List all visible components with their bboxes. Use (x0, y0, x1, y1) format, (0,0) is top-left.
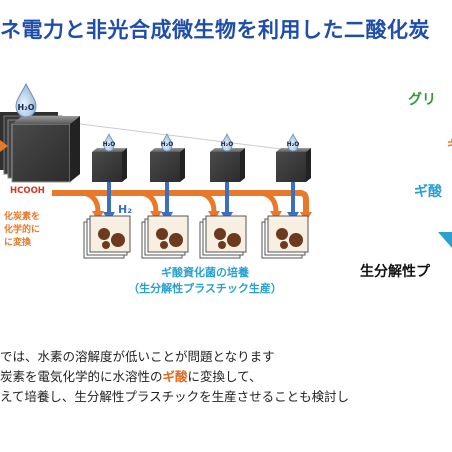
formic-acid-pipe (52, 190, 309, 213)
electrolyzer-stack (0, 112, 80, 183)
down-arrow-icon (438, 232, 452, 248)
culture-tanks (83, 215, 309, 259)
note-line-2-pre: 炭素を電気化学的に水溶性の (0, 369, 163, 384)
formic-branches (83, 190, 279, 213)
note-highlight: ギ酸 (162, 369, 188, 384)
water-label: H₂O (18, 103, 35, 112)
water-label: H₂O (287, 141, 300, 148)
water-drop-icon (15, 82, 37, 118)
note-line-2-post: に変換して、 (187, 369, 262, 384)
input-arrow-icon (0, 140, 8, 152)
hydrogen-arrows (107, 182, 295, 214)
right-fragment: ギ (447, 136, 452, 151)
conversion-text-2: 化学的に (4, 223, 40, 235)
bioplastic-text: 生分解性プ (360, 263, 431, 280)
water-label: H₂O (161, 141, 174, 148)
h2-label: H₂ (118, 203, 132, 216)
conversion-text-3: に変換 (4, 236, 32, 248)
water-label: H₂O (103, 141, 116, 148)
culture-sublabel: （生分解性プラスチック生産） (128, 281, 282, 295)
hcooh-label: HCOOH (10, 186, 45, 196)
water-label: H₂O (221, 141, 234, 148)
green-text: グリ (408, 91, 436, 108)
note-line-2: 炭素を電気化学的に水溶性のギ酸に変換して、 (0, 366, 262, 385)
small-cells (92, 133, 311, 182)
note-line-3: えて培養し、生分解性プラスチックを生産させることも検討し (0, 389, 350, 404)
note-line-1: では、水素の溶解度が低いことが問題となります (0, 349, 275, 364)
formic-text: ギ酸 (414, 183, 443, 200)
conversion-text-1: 化炭素を (4, 210, 40, 222)
culture-label: ギ酸資化菌の培養 (161, 265, 249, 279)
page-title: ネ電力と非光合成微生物を利用した二酸化炭 (0, 18, 430, 42)
